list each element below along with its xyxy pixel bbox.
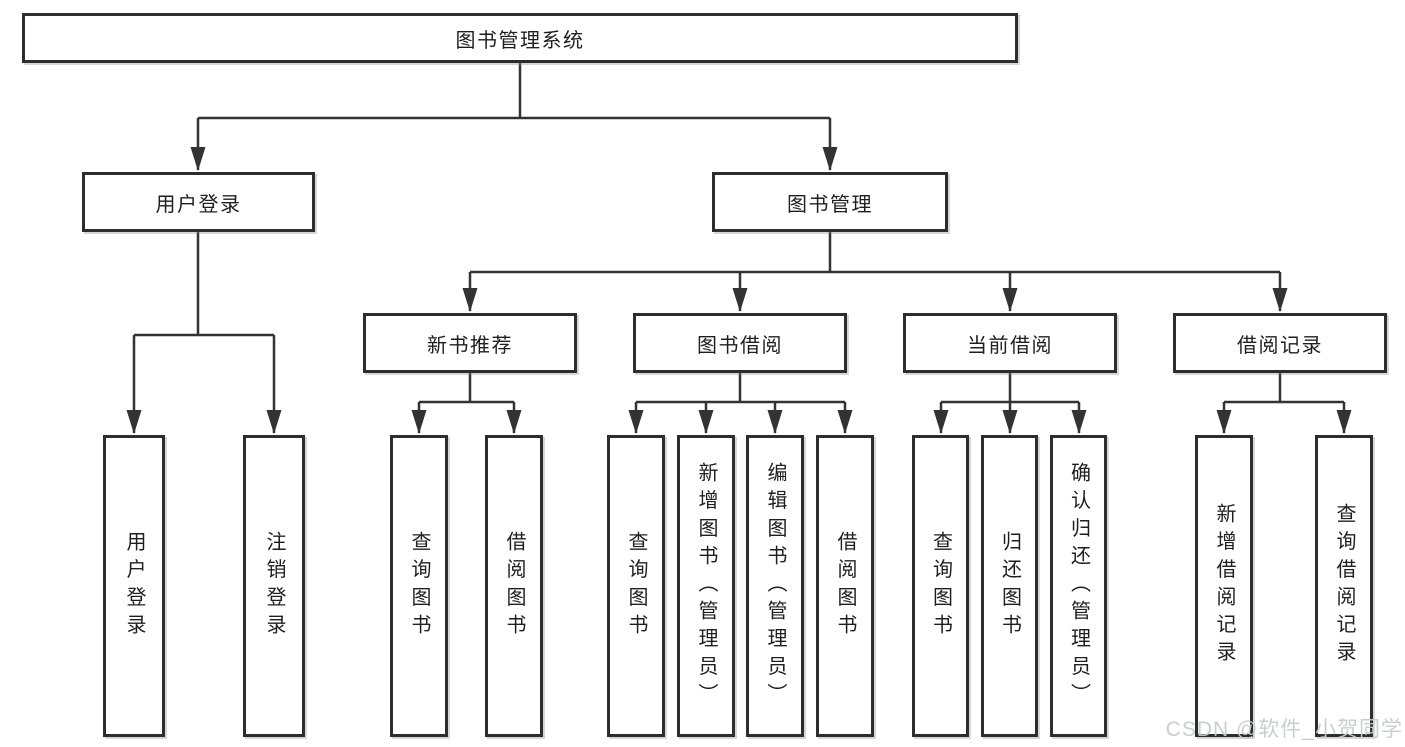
node-query-books: 查询图书 (390, 435, 448, 737)
node-add-book-admin: 新增图书（管理员） (677, 435, 735, 737)
node-label: 图书借阅 (697, 334, 783, 357)
csdn-watermark: CSDN @软件_小贺同学 (1165, 718, 1403, 741)
node-label: 编辑图书（管理员） (764, 461, 786, 711)
node-new-book-recommendation: 新书推荐 (363, 313, 577, 373)
node-label: 注销登录 (263, 530, 285, 642)
node-user-login: 用户登录 (82, 172, 315, 232)
node-library-management-system: 图书管理系统 (22, 13, 1018, 63)
node-borrow-books: 借阅图书 (816, 435, 874, 737)
node-label: 当前借阅 (967, 334, 1053, 357)
node-label: 查询借阅记录 (1333, 503, 1355, 669)
node-borrow-books: 借阅图书 (485, 435, 543, 737)
node-label: 用户登录 (155, 193, 242, 216)
node-add-borrowing-record: 新增借阅记录 (1195, 435, 1253, 737)
node-query-books: 查询图书 (912, 435, 969, 737)
node-query-borrowing-record: 查询借阅记录 (1315, 435, 1373, 737)
node-book-management: 图书管理 (712, 172, 948, 232)
node-book-borrowing: 图书借阅 (633, 313, 847, 373)
node-label: 用户登录 (123, 530, 145, 642)
node-label: 新增借阅记录 (1213, 503, 1235, 669)
node-logout: 注销登录 (243, 435, 305, 737)
node-return-book: 归还图书 (981, 435, 1038, 737)
node-label: 查询图书 (625, 530, 647, 642)
node-label: 新增图书（管理员） (695, 461, 717, 711)
node-borrowing-records: 借阅记录 (1173, 313, 1387, 373)
node-user-login-leaf: 用户登录 (103, 435, 165, 737)
node-label: 查询图书 (408, 530, 430, 642)
node-label: 确认归还（管理员） (1067, 461, 1090, 711)
node-confirm-return-admin: 确认归还（管理员） (1050, 435, 1107, 737)
node-label: 新书推荐 (427, 334, 513, 357)
node-query-books: 查询图书 (607, 435, 665, 737)
node-label: 借阅记录 (1237, 334, 1323, 357)
node-label: 图书管理 (787, 193, 873, 216)
node-label: 图书管理系统 (455, 29, 585, 52)
node-edit-book-admin: 编辑图书（管理员） (746, 435, 804, 737)
node-current-borrowing: 当前借阅 (903, 313, 1117, 373)
node-label: 查询图书 (929, 530, 952, 642)
node-label: 借阅图书 (503, 530, 525, 642)
node-label: 借阅图书 (834, 530, 856, 642)
node-label: 归还图书 (998, 530, 1021, 642)
